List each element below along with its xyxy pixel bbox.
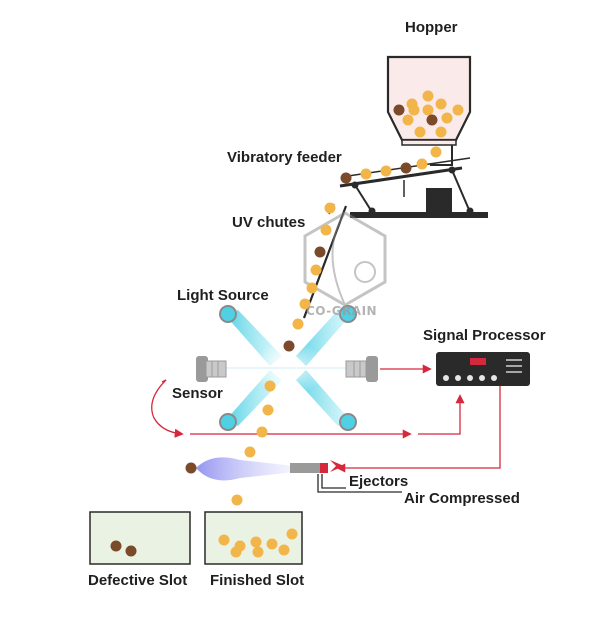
finished-slot-label: Finished Slot — [210, 572, 305, 589]
signal-processor — [436, 352, 530, 386]
defective-grain — [426, 114, 438, 126]
vibratory-feeder-label: Vibratory feeder — [227, 149, 342, 166]
uv-chutes-label: UV chutes — [232, 214, 306, 231]
sensor-label: Sensor — [172, 385, 223, 402]
good-grain — [360, 168, 372, 180]
defective-grain — [110, 540, 122, 552]
good-grain — [435, 98, 447, 110]
good-grain — [324, 202, 336, 214]
good-grain — [430, 146, 442, 158]
good-grain — [414, 126, 426, 138]
sensor-camera-left — [196, 356, 227, 382]
good-grain — [264, 380, 276, 392]
defective-grain — [393, 104, 405, 116]
hopper-outlet-pipe — [430, 145, 453, 166]
vibratory-feeder — [339, 157, 488, 218]
good-grain — [408, 104, 420, 116]
good-grain — [452, 104, 464, 116]
defective-slot-label: Defective Slot — [88, 572, 188, 589]
good-grain — [252, 546, 264, 558]
good-grain — [256, 426, 268, 438]
air-compressed-label: Air Compressed — [404, 490, 520, 507]
good-grain — [441, 112, 453, 124]
hopper-label: Hopper — [405, 19, 458, 36]
good-grain — [299, 298, 311, 310]
good-grain — [380, 165, 392, 177]
good-grain — [416, 158, 428, 170]
good-grain — [262, 404, 274, 416]
good-grain — [422, 90, 434, 102]
defective-grain — [340, 172, 352, 184]
good-grain — [286, 528, 298, 540]
good-grain — [231, 494, 243, 506]
good-grain — [250, 536, 262, 548]
good-grain — [320, 224, 332, 236]
signal-lines — [151, 364, 501, 473]
good-grain — [266, 538, 278, 550]
defective-slot-bin — [89, 511, 191, 565]
defective-grain — [400, 162, 412, 174]
good-grain — [310, 264, 322, 276]
defective-grain — [314, 246, 326, 258]
ejector — [196, 457, 402, 493]
watermark-text: CO-GRAIN — [306, 304, 378, 318]
good-grain — [422, 104, 434, 116]
good-grain — [230, 546, 242, 558]
defective-grain — [125, 545, 137, 557]
grains — [110, 90, 464, 558]
watermark-logo — [303, 211, 387, 307]
good-grain — [244, 446, 256, 458]
light-source-heads — [219, 305, 357, 431]
signal-processor-label: Signal Processor — [423, 327, 546, 344]
light-beams — [224, 310, 350, 426]
good-grain — [306, 282, 318, 294]
sensor-camera-right — [345, 356, 378, 382]
good-grain — [402, 114, 414, 126]
good-grain — [292, 318, 304, 330]
defective-grain — [283, 340, 295, 352]
ejectors-label: Ejectors — [349, 473, 409, 490]
light-source-label: Light Source — [177, 287, 269, 304]
defective-grain — [185, 462, 197, 474]
good-grain — [435, 126, 447, 138]
good-grain — [278, 544, 290, 556]
good-grain — [218, 534, 230, 546]
